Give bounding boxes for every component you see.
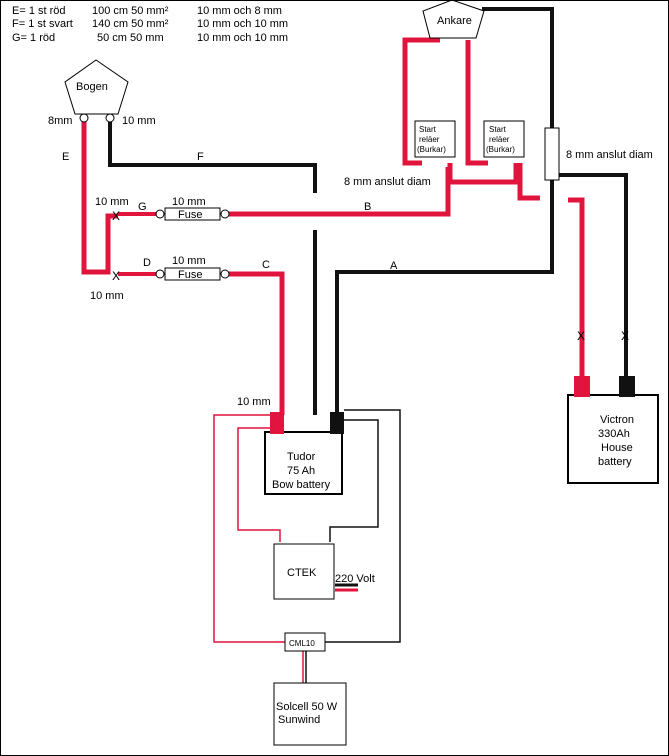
victron-battery [567,394,659,484]
x-marker-victron-black: X [621,329,629,343]
cml10-box [284,632,326,652]
fuse-g-label: Fuse [178,209,202,221]
legend-e-lugs: 10 mm och 8 mm [197,5,282,17]
tudor-battery [264,431,343,495]
wire-g-label: G [138,201,147,213]
legend: E= 1 st röd 100 cm 50 mm² 10 mm och 8 mm… [12,5,288,44]
relay-2-line2: reläer [489,135,510,144]
wire-c-red [228,271,285,415]
relay-1-line2: reläer [419,135,440,144]
victron-line3: House [601,442,633,454]
wire-b-red [228,167,451,217]
tudor-terminal-size: 10 mm [237,396,271,408]
victron-terminal-red [574,376,590,397]
bogen-label: Bogen [76,81,108,93]
victron-line1: Victron [600,414,634,426]
victron-line2: 330Ah [598,428,630,440]
wire-relay1-out [447,163,519,185]
fuse-d: Fuse [155,267,230,281]
anslut-right-label: 8 mm anslut diam [566,149,653,161]
legend-e-cable: 100 cm 50 mm² [92,5,169,17]
thin-black-ctek [329,419,379,542]
victron-line4: battery [598,456,632,468]
solar-line1: Solcell 50 W [276,701,338,713]
legend-g-cable: 50 cm 50 mm [97,32,164,44]
tudor-terminal-black [330,412,344,434]
anslut-mid-label: 8 mm anslut diam [344,176,431,188]
tudor-line1: Tudor [287,451,316,463]
wire-f-label: F [197,151,204,163]
cml10-label: CML10 [289,639,315,648]
ctek-220v-label: 220 Volt [335,573,375,585]
d-fuse-size-label: 10 mm [172,255,206,267]
wire-e-label: E [62,151,69,163]
relay-1-line3: (Burkar) [417,145,446,154]
wire-a-label: A [390,260,398,272]
wire-victron-black [552,173,628,378]
wire-ankare-red [402,37,440,166]
fuse-d-label: Fuse [178,269,202,281]
wire-b-label: B [364,201,371,213]
tudor-line3: Bow battery [272,479,331,491]
legend-f-lugs: 10 mm och 10 mm [197,18,288,30]
wire-victron-red [568,197,585,378]
solar-panel-box [273,682,347,746]
bogen-left-size: 8mm [48,115,72,127]
legend-f-code: F= 1 st svart [12,18,73,30]
ankare-node [422,0,485,39]
wire-ankare-black [482,7,554,128]
legend-g-code: G= 1 röd [12,32,55,44]
wire-e-red [81,120,118,275]
connector-block [544,127,560,181]
g-size-label: 10 mm [95,196,129,208]
relay-1-box [414,120,456,158]
wire-ankare-red-2 [465,40,488,166]
legend-g-lugs: 10 mm och 10 mm [197,32,288,44]
x-marker-g: X [112,209,120,223]
legend-e-code: E= 1 st röd [12,5,66,17]
solar-line2: Sunwind [278,714,320,726]
wire-c-label: C [262,259,270,271]
thin-black-cml [325,409,401,643]
relay-1-line1: Start [419,125,437,134]
x-marker-d: X [112,269,120,283]
wire-f-black [108,120,317,193]
d-size-label: 10 mm [90,290,124,302]
tudor-line2: 75 Ah [287,465,315,477]
bogen-terminal-right [105,113,115,123]
x-marker-victron-red: X [577,329,585,343]
ctek-box [273,543,335,600]
fuse-g: Fuse [155,207,230,221]
bogen-node [64,59,129,115]
tudor-terminal-red [270,412,284,434]
bogen-terminal-left [79,113,89,123]
wire-relay2-out [517,163,540,201]
legend-f-cable: 140 cm 50 mm² [92,18,169,30]
relay-2-box [483,120,525,158]
victron-terminal-black [619,376,635,397]
wire-a-black [335,128,554,415]
bogen-right-size: 10 mm [122,115,156,127]
wire-d-label: D [143,257,151,269]
g-fuse-size-label: 10 mm [172,196,206,208]
thin-red-middle [237,427,281,542]
ankare-label: Ankare [437,15,472,27]
relay-2-line3: (Burkar) [486,145,515,154]
ctek-label: CTEK [287,567,317,579]
thin-red-outer [213,414,285,643]
relay-2-line1: Start [489,125,507,134]
